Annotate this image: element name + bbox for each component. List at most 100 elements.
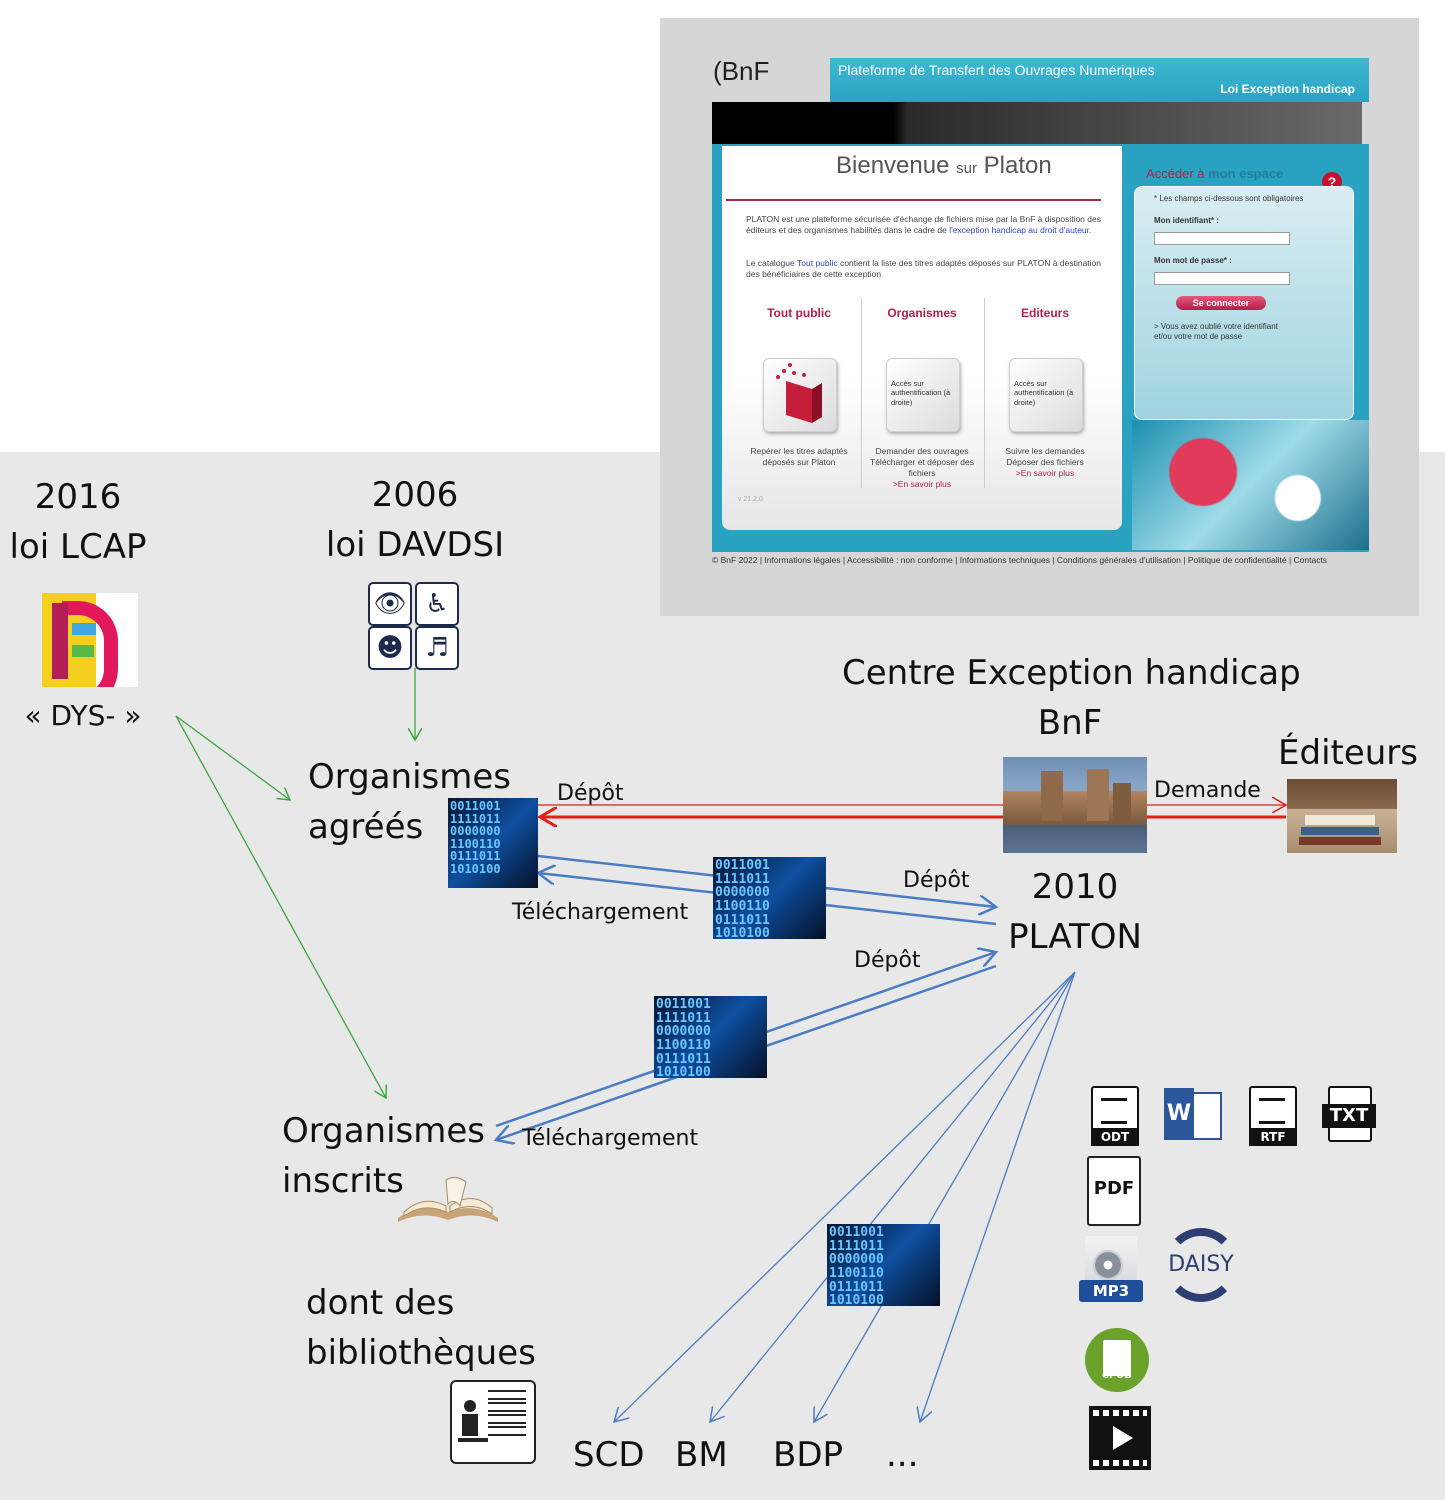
odt-badge: ODT bbox=[1091, 1128, 1139, 1146]
platform-title: Plateforme de Transfert des Ouvrages Num… bbox=[838, 62, 1155, 78]
tout-public-link[interactable]: Tout public bbox=[796, 258, 838, 268]
organismes-tile[interactable]: Accès sur authentification (à droite) bbox=[886, 358, 960, 432]
demande-label: Demande bbox=[1154, 778, 1261, 803]
editeurs-tile[interactable]: Accès sur authentification (à droite) bbox=[1009, 358, 1083, 432]
forgot-link[interactable]: > Vous avez oublié votre identifiant et/… bbox=[1154, 322, 1278, 342]
blue-arrow bbox=[920, 971, 1076, 1422]
exception-link[interactable]: l'exception handicap au droit d'auteur. bbox=[949, 225, 1092, 236]
target-bdp: BDP bbox=[773, 1435, 844, 1475]
column-desc: Suivre les demandes Déposer des fichiers bbox=[1005, 446, 1085, 468]
rtf-file-icon: RTF bbox=[1249, 1086, 1297, 1146]
password-field[interactable] bbox=[1154, 272, 1290, 285]
wheelchair-icon: ♿ bbox=[415, 582, 459, 626]
more-link[interactable]: >En savoir plus bbox=[1015, 468, 1075, 479]
org-agrees-label-2: agréés bbox=[308, 807, 424, 847]
column-divider bbox=[861, 298, 862, 488]
daisy-logo: DAISY bbox=[1156, 1228, 1246, 1302]
txt-file-icon: TXT bbox=[1322, 1086, 1376, 1144]
platon-year: 2010 bbox=[1031, 867, 1119, 907]
mp3-badge: MP3 bbox=[1079, 1280, 1143, 1302]
decorative-graphic bbox=[1132, 420, 1369, 550]
platon-screenshot: (BnF Plateforme de Transfert des Ouvrage… bbox=[660, 18, 1419, 616]
binary-data-image: 0011001 1111011 0000000 1100110 0111011 … bbox=[448, 798, 538, 888]
tile-text: Accès sur authentification (à droite) bbox=[891, 379, 951, 407]
tile-text: Accès sur authentification (à droite) bbox=[1014, 379, 1074, 407]
telechargement-label: Téléchargement bbox=[512, 900, 689, 925]
blue-arrow bbox=[710, 971, 1076, 1422]
title-underline bbox=[726, 199, 1101, 201]
pdf-file-icon: PDF bbox=[1087, 1156, 1141, 1226]
column-desc: Repérer les titres adaptés déposés sur P… bbox=[750, 446, 848, 468]
text-lines bbox=[1101, 1098, 1127, 1124]
library-reader-icon bbox=[450, 1380, 536, 1464]
bnf-building-photo bbox=[1003, 757, 1147, 853]
platform-header: Plateforme de Transfert des Ouvrages Num… bbox=[830, 58, 1369, 102]
login-title-b: mon espace bbox=[1208, 166, 1284, 181]
rtf-badge: RTF bbox=[1249, 1128, 1297, 1146]
davdsi-law: loi DAVDSI bbox=[325, 525, 505, 565]
pdf-label: PDF bbox=[1093, 1178, 1135, 1199]
catalogue-tile[interactable] bbox=[763, 358, 837, 432]
column-divider bbox=[984, 298, 985, 488]
epub-icon: ePUB bbox=[1085, 1328, 1149, 1392]
bnf-logo: (BnF bbox=[713, 56, 770, 86]
txt-badge: TXT bbox=[1322, 1104, 1376, 1128]
word-letter: W bbox=[1164, 1088, 1194, 1140]
intro-text-1: PLATON est une plateforme sécurisée d'éc… bbox=[746, 214, 1101, 236]
login-title-a: Accéder à bbox=[1146, 166, 1205, 181]
visual-impairment-icon: 👁 bbox=[368, 582, 412, 626]
target-scd: SCD bbox=[573, 1435, 645, 1475]
ffdys-logo bbox=[42, 593, 138, 687]
intro-text-2: Le catalogue bbox=[746, 258, 797, 268]
column-desc: Demander des ouvrages Télécharger et dép… bbox=[870, 446, 974, 479]
more-link[interactable]: >En savoir plus bbox=[892, 479, 952, 490]
binary-data-image: 0011001 1111011 0000000 1100110 0111011 … bbox=[827, 1224, 940, 1306]
banner-bar bbox=[712, 102, 1362, 144]
target-bm: BM bbox=[675, 1435, 728, 1475]
welcome-title: Bienvenue sur Platon bbox=[836, 152, 1052, 180]
connect-button[interactable]: Se connecter bbox=[1176, 296, 1266, 310]
id-field[interactable] bbox=[1154, 232, 1290, 245]
book-icon bbox=[776, 363, 822, 423]
org-agrees-label-1: Organismes bbox=[308, 757, 512, 797]
hearing-impairment-icon: ♬ bbox=[415, 626, 459, 670]
org-inscrits-label-1: Organismes bbox=[282, 1111, 486, 1151]
version-label: v 21.2.0 bbox=[738, 496, 763, 503]
depot-label: Dépôt bbox=[903, 868, 970, 893]
target-more: ... bbox=[886, 1435, 919, 1475]
lcap-year: 2016 bbox=[34, 477, 122, 517]
editeurs-label: Éditeurs bbox=[1278, 733, 1419, 773]
intro-text-3: contient la liste des titres adaptés dép… bbox=[746, 258, 1101, 280]
centre-label: Centre Exception handicap bbox=[842, 653, 1301, 693]
text-lines bbox=[1259, 1098, 1285, 1124]
mp3-file-icon: MP3 bbox=[1079, 1236, 1143, 1306]
intro-paragraph-2: Le catalogue Tout public contient la lis… bbox=[746, 258, 1101, 280]
platon-label: PLATON bbox=[1008, 917, 1142, 957]
column-text-editeurs: Suivre les demandes Déposer des fichiers… bbox=[990, 446, 1100, 479]
word-file-icon: W bbox=[1164, 1088, 1222, 1140]
column-text-organismes: Demander des ouvrages Télécharger et dép… bbox=[867, 446, 977, 490]
column-head-editeurs[interactable]: Editeurs bbox=[1020, 306, 1069, 320]
lcap-law: loi LCAP bbox=[9, 527, 147, 567]
column-head-tout-public[interactable]: Tout public bbox=[767, 306, 831, 320]
org-inscrits-label-2: inscrits bbox=[282, 1161, 404, 1201]
biblio-label-1: dont des bbox=[306, 1283, 455, 1323]
footer-links: © BnF 2022 | Informations légales | Acce… bbox=[712, 555, 1328, 565]
blue-arrow bbox=[814, 971, 1076, 1422]
binary-data-image: 0011001 1111011 0000000 1100110 0111011 … bbox=[713, 857, 826, 939]
daisy-label: DAISY bbox=[1168, 1252, 1234, 1277]
column-text-tout-public: Repérer les titres adaptés déposés sur P… bbox=[744, 446, 854, 468]
intro-paragraph-1: PLATON est une plateforme sécurisée d'éc… bbox=[746, 214, 1101, 236]
column-head-organismes[interactable]: Organismes bbox=[887, 306, 957, 320]
davdsi-year: 2006 bbox=[371, 475, 459, 515]
welcome-main: Bienvenue bbox=[836, 152, 950, 179]
required-note: * Les champs ci-dessous sont obligatoire… bbox=[1154, 194, 1304, 203]
biblio-label-2: bibliothèques bbox=[306, 1333, 536, 1373]
dys-label: « DYS- » bbox=[24, 699, 142, 732]
login-title: Accéder à mon espace bbox=[1146, 166, 1283, 181]
books-photo bbox=[1287, 779, 1397, 853]
depot-label: Dépôt bbox=[557, 781, 624, 806]
welcome-end: Platon bbox=[983, 152, 1052, 179]
main-panel bbox=[722, 146, 1122, 530]
diagram-background bbox=[0, 452, 1445, 1500]
